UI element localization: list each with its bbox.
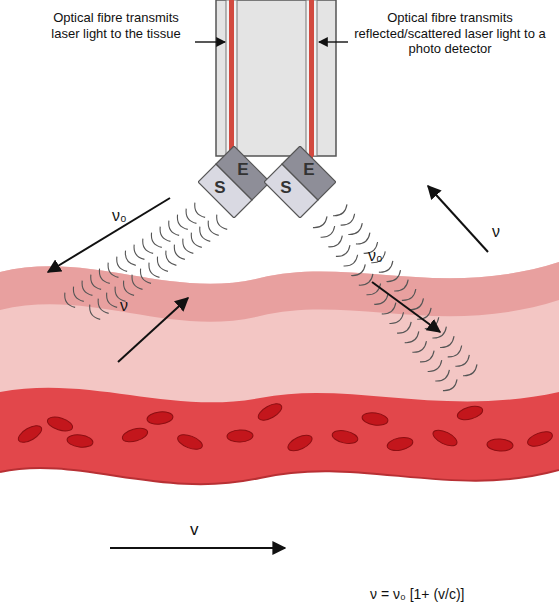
emitter-letter: E <box>303 160 314 180</box>
probe-diamond: SE <box>264 146 336 218</box>
wave-arrow <box>372 282 440 332</box>
doppler-formula: ν = ν₀ [1+ (v/c)] <box>370 586 465 603</box>
leader-arrow <box>319 41 348 42</box>
fibre-probe <box>216 0 336 162</box>
diamond-outline <box>198 146 270 218</box>
source-letter: S <box>214 178 225 198</box>
wave-arrow <box>428 186 488 252</box>
wave-arrow <box>118 298 188 362</box>
wave-arrow <box>48 198 170 272</box>
fibre-caption: Optical fibre transmits reflected/scatte… <box>350 10 550 57</box>
frequency-label: ν₀ <box>112 206 127 225</box>
probe-diamond: SE <box>198 146 270 218</box>
velocity-label: v <box>190 520 199 540</box>
frequency-label: ν <box>120 296 128 315</box>
frequency-label: ν₀ <box>368 246 383 265</box>
flow-arrow <box>110 547 285 549</box>
leader-arrow <box>195 41 225 42</box>
frequency-label: ν <box>492 222 500 241</box>
diamond-outline <box>264 146 336 218</box>
fibre-caption: Optical fibre transmits laser light to t… <box>38 10 194 41</box>
blood-vessel <box>0 262 559 484</box>
source-letter: S <box>280 178 291 198</box>
emitter-letter: E <box>237 160 248 180</box>
